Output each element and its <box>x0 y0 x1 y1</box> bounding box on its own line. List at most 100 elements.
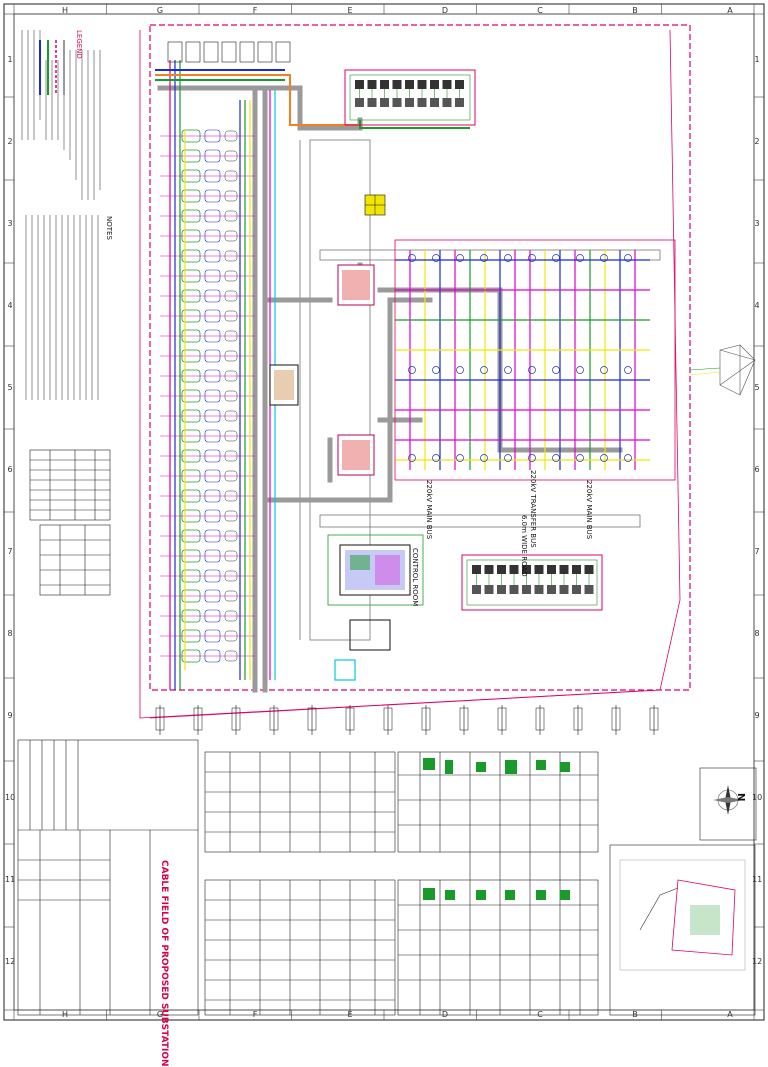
transformer-unit <box>472 585 481 594</box>
feeder-marker-tag <box>307 707 317 731</box>
switchyard-node <box>552 454 560 462</box>
transformer-unit <box>367 80 377 89</box>
relay-house <box>269 364 299 406</box>
switchyard-node <box>432 366 440 374</box>
transformer-unit <box>472 565 481 574</box>
transformer-unit <box>355 98 364 107</box>
switchyard-node <box>408 254 416 262</box>
transformer-unit <box>547 585 556 594</box>
compass-icon <box>699 767 757 841</box>
transformer-unit <box>572 565 581 574</box>
switchyard-node <box>624 254 632 262</box>
switchgear-block-lower <box>337 434 375 476</box>
switchyard-node <box>480 454 488 462</box>
cable-schedule-table-left <box>29 449 111 596</box>
switchyard-node <box>432 454 440 462</box>
switchyard-node <box>624 366 632 374</box>
transformer-unit <box>522 585 531 594</box>
transformer-unit <box>380 98 389 107</box>
transformer-unit <box>355 80 364 89</box>
transformer-unit <box>547 565 556 574</box>
location-map-icon <box>609 844 756 1016</box>
switchyard-right <box>394 239 676 481</box>
switchyard-node <box>432 254 440 262</box>
transformer-yard-top-units <box>355 80 464 107</box>
legend-symbols <box>423 758 570 900</box>
yellow-tower-block <box>364 194 386 216</box>
transformer-unit <box>522 565 531 574</box>
transformer-unit <box>497 585 506 594</box>
switchyard-node <box>408 366 416 374</box>
feeder-marker-tag <box>459 707 469 731</box>
transformer-yard-bottom <box>461 554 603 611</box>
transformer-unit <box>405 98 414 107</box>
notes-column <box>21 30 101 200</box>
switchyard-node <box>528 366 536 374</box>
transformer-unit <box>484 585 494 594</box>
transformer-unit <box>584 585 594 594</box>
switchyard-node <box>552 254 560 262</box>
switchyard-node <box>504 454 512 462</box>
transformer-unit <box>442 98 452 107</box>
grid-ticks <box>4 4 764 1020</box>
line-entry-gantry <box>689 344 756 396</box>
switchyard-node <box>552 366 560 374</box>
transformer-yard-top <box>344 69 476 126</box>
control-room-building <box>327 534 424 606</box>
top-feeder-row <box>167 41 291 63</box>
transformer-unit <box>455 80 464 89</box>
feeder-marker-tag <box>611 707 621 731</box>
transformer-unit <box>405 80 414 89</box>
switchyard-node <box>600 366 608 374</box>
transformer-unit <box>430 80 439 89</box>
legend-table <box>397 751 599 1016</box>
feeder-bays-left <box>160 129 255 663</box>
feeder-marker-tag <box>649 707 659 731</box>
transformer-unit <box>417 98 427 107</box>
schedule-table-2 <box>204 879 396 1016</box>
feeder-marker-tag <box>155 707 165 731</box>
switchyard-node <box>528 254 536 262</box>
feeder-marker-tag <box>231 707 241 731</box>
drawing-sheet <box>3 3 765 1021</box>
cable-top-run <box>155 69 470 129</box>
switchyard-node <box>480 254 488 262</box>
transformer-yard-bottom-units <box>472 565 594 594</box>
transformer-unit <box>392 98 402 107</box>
switchyard-node <box>576 454 584 462</box>
switchyard-node <box>504 254 512 262</box>
transformer-unit <box>455 98 464 107</box>
switchgear-block-upper <box>337 264 375 306</box>
feeder-marker-tag <box>345 707 355 731</box>
transformer-unit <box>497 565 506 574</box>
feeder-marker-tag <box>269 707 279 731</box>
feeder-marker-tag <box>383 707 393 731</box>
switchyard-node <box>600 454 608 462</box>
switchyard-node <box>408 454 416 462</box>
switchyard-node <box>576 254 584 262</box>
transformer-unit <box>367 98 377 107</box>
transformer-unit <box>584 565 594 574</box>
switchyard-node <box>456 366 464 374</box>
transformer-unit <box>392 80 402 89</box>
switchyard-node <box>576 366 584 374</box>
bottom-feeder-markers <box>155 705 659 735</box>
transformer-unit <box>559 585 569 594</box>
feeder-marker-tag <box>573 707 583 731</box>
transformer-unit <box>430 98 439 107</box>
site-boundary <box>149 24 691 691</box>
switchyard-node <box>456 454 464 462</box>
title-block <box>17 739 199 1016</box>
transformer-unit <box>559 565 569 574</box>
feeder-marker-tag <box>193 707 203 731</box>
small-building <box>334 619 391 681</box>
transformer-unit <box>534 565 544 574</box>
transformer-unit <box>380 80 389 89</box>
transformer-unit <box>534 585 544 594</box>
transformer-unit <box>572 585 581 594</box>
switchyard-node <box>456 254 464 262</box>
transformer-unit <box>417 80 427 89</box>
notes-block-2 <box>25 215 99 400</box>
transformer-unit <box>484 565 494 574</box>
switchyard-node <box>528 454 536 462</box>
